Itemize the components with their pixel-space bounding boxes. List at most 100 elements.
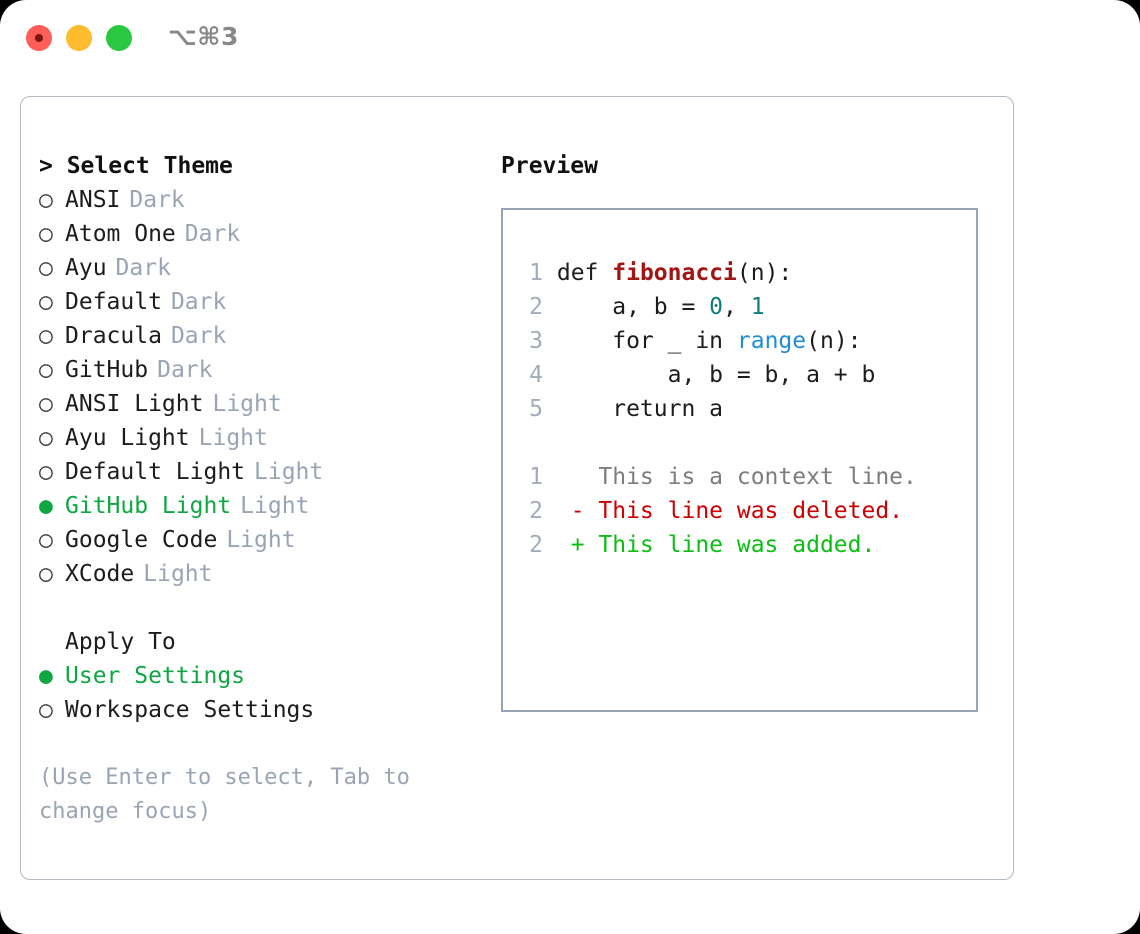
theme-list-item[interactable]: ○ ANSI Dark [39,183,479,217]
preview-label: Preview [501,153,598,179]
window-title: ⌥⌘3 [168,22,239,51]
code-token: (n): [806,328,862,354]
radio-unselected-icon: ○ [39,527,53,553]
zoom-button[interactable] [106,25,132,51]
radio-unselected-icon: ○ [39,187,53,213]
theme-name: ANSI Light [65,391,204,417]
theme-list-item[interactable]: ○ Ayu Light Light [39,421,479,455]
code-token: 0 [709,294,724,320]
title-bar: ⌥⌘3 [0,0,1140,78]
radio-unselected-icon: ○ [39,459,53,485]
preview-column: Preview 1 def fibonacci(n):2 a, b = 0, 1… [501,149,991,712]
radio-unselected-icon: ○ [39,357,53,383]
apply-to-option[interactable]: ○ Workspace Settings [39,693,479,727]
theme-kind-badge: Dark [170,323,227,349]
line-number: 3 [529,328,543,354]
theme-kind-badge: Light [226,527,296,553]
code-blank-line [523,426,917,460]
keyboard-hint: (Use Enter to select, Tab to change focu… [39,765,424,824]
theme-name: Ayu Light [65,425,190,451]
theme-name: Dracula [65,323,162,349]
diff-text: This line was added. [598,532,876,558]
code-token: 1 [750,294,765,320]
code-token: return a [543,396,724,422]
select-theme-header: > Select Theme [39,153,233,179]
theme-list-item[interactable]: ○ Default Dark [39,285,479,319]
traffic-light-buttons [26,25,132,51]
minimize-button[interactable] [66,25,92,51]
diff-text: This line was deleted. [598,498,904,524]
theme-name: ANSI [65,187,121,213]
apply-to-list[interactable]: ● User Settings ○ Workspace Settings [39,659,479,727]
code-token: fibonacci [612,260,737,286]
diff-sign [543,464,598,490]
theme-kind-badge: Dark [157,357,213,383]
theme-name: GitHub Light [65,493,232,519]
theme-kind-badge: Light [143,561,213,587]
theme-list-item[interactable]: ○ Google Code Light [39,523,479,557]
code-line: 1 def fibonacci(n): [523,256,917,290]
apply-to-title: Apply To [65,629,176,655]
radio-unselected-icon: ○ [39,255,53,281]
apply-to-label: User Settings [65,663,246,689]
code-token: for _ in [543,328,737,354]
code-line: 4 a, b = b, a + b [523,358,917,392]
radio-unselected-icon: ○ [39,391,53,417]
theme-kind-badge: Dark [129,187,185,213]
line-number: 1 [529,260,543,286]
line-number: 2 [529,532,543,558]
line-number: 4 [529,362,543,388]
theme-list-item[interactable]: ● GitHub Light Light [39,489,479,523]
line-number: 2 [529,498,543,524]
code-line: 2 a, b = 0, 1 [523,290,917,324]
diff-text: This is a context line. [598,464,917,490]
radio-unselected-icon: ○ [39,697,53,723]
theme-list-item[interactable]: ○ Ayu Dark [39,251,479,285]
code-token: (n): [736,260,793,286]
code-token: a, b = b, a + b [543,362,876,388]
radio-unselected-icon: ○ [39,425,53,451]
diff-sign: + [543,532,599,558]
diff-line: 1 This is a context line. [523,460,917,494]
code-line: 5 return a [523,392,917,426]
diff-line: 2 - This line was deleted. [523,494,917,528]
theme-list-item[interactable]: ○ Dracula Dark [39,319,479,353]
theme-list-item[interactable]: ○ Default Light Light [39,455,479,489]
theme-kind-badge: Dark [115,255,171,281]
radio-unselected-icon: ○ [39,221,53,247]
theme-kind-badge: Light [212,391,282,417]
apply-to-label: Workspace Settings [65,697,315,723]
radio-unselected-icon: ○ [39,289,53,315]
code-token: , [723,294,751,320]
radio-unselected-icon: ○ [39,561,53,587]
theme-name: Google Code [65,527,218,553]
theme-name: Default Light [65,459,246,485]
theme-kind-badge: Light [240,493,310,519]
radio-unselected-icon: ○ [39,323,53,349]
close-button[interactable] [26,25,52,51]
theme-list-item[interactable]: ○ ANSI Light Light [39,387,479,421]
diff-line: 2 + This line was added. [523,528,917,562]
theme-name: GitHub [65,357,149,383]
theme-kind-badge: Light [254,459,324,485]
theme-kind-badge: Light [198,425,268,451]
radio-selected-icon: ● [39,493,53,519]
theme-name: Default [65,289,162,315]
theme-name: Ayu [65,255,107,281]
theme-kind-badge: Dark [184,221,241,247]
section-spacer [39,591,479,625]
apply-to-option[interactable]: ● User Settings [39,659,479,693]
theme-list-item[interactable]: ○ GitHub Dark [39,353,479,387]
theme-kind-badge: Dark [170,289,227,315]
line-number: 1 [529,464,543,490]
radio-selected-icon: ● [39,663,53,689]
code-token: def [543,260,613,286]
